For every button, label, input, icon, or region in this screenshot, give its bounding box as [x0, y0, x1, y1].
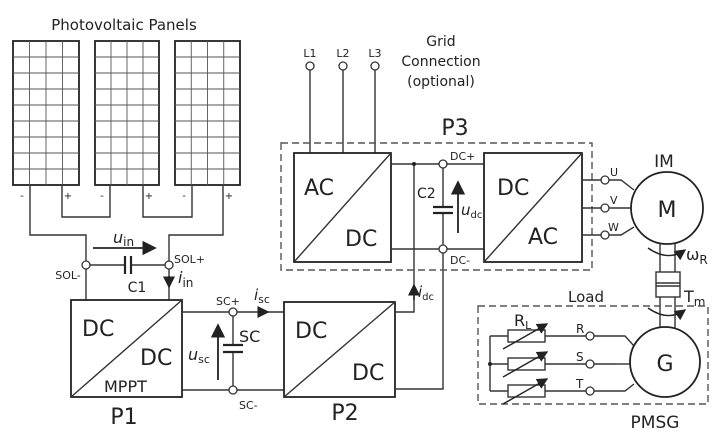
inverter-bottom-label: AC — [528, 225, 558, 250]
sc-minus-label: SC- — [239, 399, 258, 412]
i-dc-label: idc — [418, 283, 434, 303]
r-label: R — [576, 322, 584, 336]
grid-connection-line3: (optional) — [407, 74, 475, 90]
p1-label: P1 — [110, 405, 137, 430]
sc-minus-terminal — [228, 385, 238, 395]
load-wires — [488, 335, 635, 392]
variable-resistor — [490, 323, 586, 350]
rotation-arrow-icon — [647, 247, 687, 261]
dc-plus-terminal — [438, 159, 448, 169]
photovoltaic-panels: -+-+-+ — [12, 40, 241, 202]
u-in-label: uin — [113, 228, 134, 249]
load-label: Load — [568, 288, 604, 306]
omega-r-label: ωR — [686, 245, 708, 267]
c2-label: C2 — [417, 186, 436, 202]
panel-minus-label: - — [20, 191, 24, 202]
inverter-top-label: DC — [497, 176, 529, 201]
variable-resistor — [490, 378, 586, 405]
p1-mppt-label: MPPT — [104, 377, 147, 396]
l1-terminal — [305, 61, 315, 71]
panel-plus-label: + — [64, 191, 72, 202]
load-boundary — [477, 305, 709, 405]
torque-label: Tm — [683, 287, 705, 309]
p2-label: P2 — [331, 401, 358, 426]
p1-top-label: DC — [82, 317, 114, 342]
p3-label: P3 — [441, 116, 468, 141]
l3-terminal — [370, 61, 380, 71]
panel-plus-label: + — [225, 191, 233, 202]
torque-arrow-icon — [647, 307, 687, 321]
sc-label: SC — [239, 327, 260, 346]
v-terminal — [600, 203, 610, 213]
rl-label: RL — [514, 311, 532, 332]
w-label: W — [608, 221, 619, 234]
u-dc-label: udc — [461, 201, 482, 221]
w-terminal — [600, 230, 610, 240]
motor-phase-wires — [582, 179, 635, 236]
t-label: T — [575, 377, 584, 391]
variable-resistors — [490, 323, 586, 405]
pv-panel: -+ — [174, 40, 241, 202]
i-in-label: iin — [178, 268, 193, 290]
t-terminal — [585, 386, 595, 396]
dc-minus-terminal — [438, 244, 448, 254]
panel-minus-label: - — [182, 191, 186, 202]
p2-bottom-label: DC — [352, 361, 384, 386]
l3-label: L3 — [368, 47, 381, 60]
dc-plus-label: DC+ — [450, 150, 475, 163]
p2-dcdc-converter: DC DC — [283, 301, 396, 398]
dc-minus-label: DC- — [450, 254, 470, 267]
junction-dot — [412, 162, 416, 166]
s-terminal — [585, 359, 595, 369]
i-sc-label: isc — [254, 286, 270, 306]
u-sc-label: usc — [188, 345, 210, 366]
l2-label: L2 — [336, 47, 349, 60]
c1-label: C1 — [128, 280, 147, 296]
u-label: U — [610, 166, 618, 179]
induction-motor — [630, 171, 704, 245]
u-terminal — [600, 175, 610, 185]
p2-dc-plus-wire — [395, 164, 415, 313]
variable-resistor — [490, 351, 586, 378]
sol-minus-label: SOL- — [55, 269, 81, 282]
r-terminal — [585, 331, 595, 341]
capacitor-c2 — [433, 164, 453, 249]
generator-symbol: G — [656, 352, 673, 377]
rectifier-bottom-label: DC — [345, 227, 377, 252]
pmsg-generator — [629, 326, 701, 398]
grid-connection-line2: Connection — [401, 54, 480, 70]
p3-boundary — [280, 142, 593, 271]
pv-panel: -+ — [94, 40, 160, 202]
motor-label: IM — [654, 152, 674, 172]
sc-plus-terminal — [228, 307, 238, 317]
panel-plus-label: + — [145, 191, 153, 202]
p2-dc-minus-wire — [395, 249, 444, 390]
sol-plus-label: SOL+ — [174, 253, 205, 266]
s-label: S — [576, 350, 584, 364]
grid-connection-line1: Grid — [426, 34, 455, 50]
l2-terminal — [338, 61, 348, 71]
sc-plus-label: SC+ — [216, 295, 240, 308]
sol-plus-terminal — [164, 260, 174, 270]
rectifier-top-label: AC — [304, 176, 334, 201]
p2-top-label: DC — [295, 319, 327, 344]
v-label: V — [610, 194, 618, 207]
title: Photovoltaic Panels — [51, 16, 197, 34]
p3-inverter: DC AC — [483, 152, 583, 263]
sol-minus-terminal — [81, 260, 91, 270]
capacitor-c1 — [123, 256, 133, 274]
panel-minus-label: - — [100, 191, 104, 202]
p3-rectifier: AC DC — [293, 152, 392, 263]
grid-lines — [309, 70, 376, 153]
l1-label: L1 — [303, 47, 316, 60]
p1-bottom-label: DC — [140, 346, 172, 371]
motor-symbol: M — [658, 198, 677, 223]
pmsg-label: PMSG — [631, 413, 680, 433]
p1-dcdc-mppt-converter: DC DC MPPT — [70, 299, 183, 398]
pv-panel: -+ — [12, 40, 80, 202]
